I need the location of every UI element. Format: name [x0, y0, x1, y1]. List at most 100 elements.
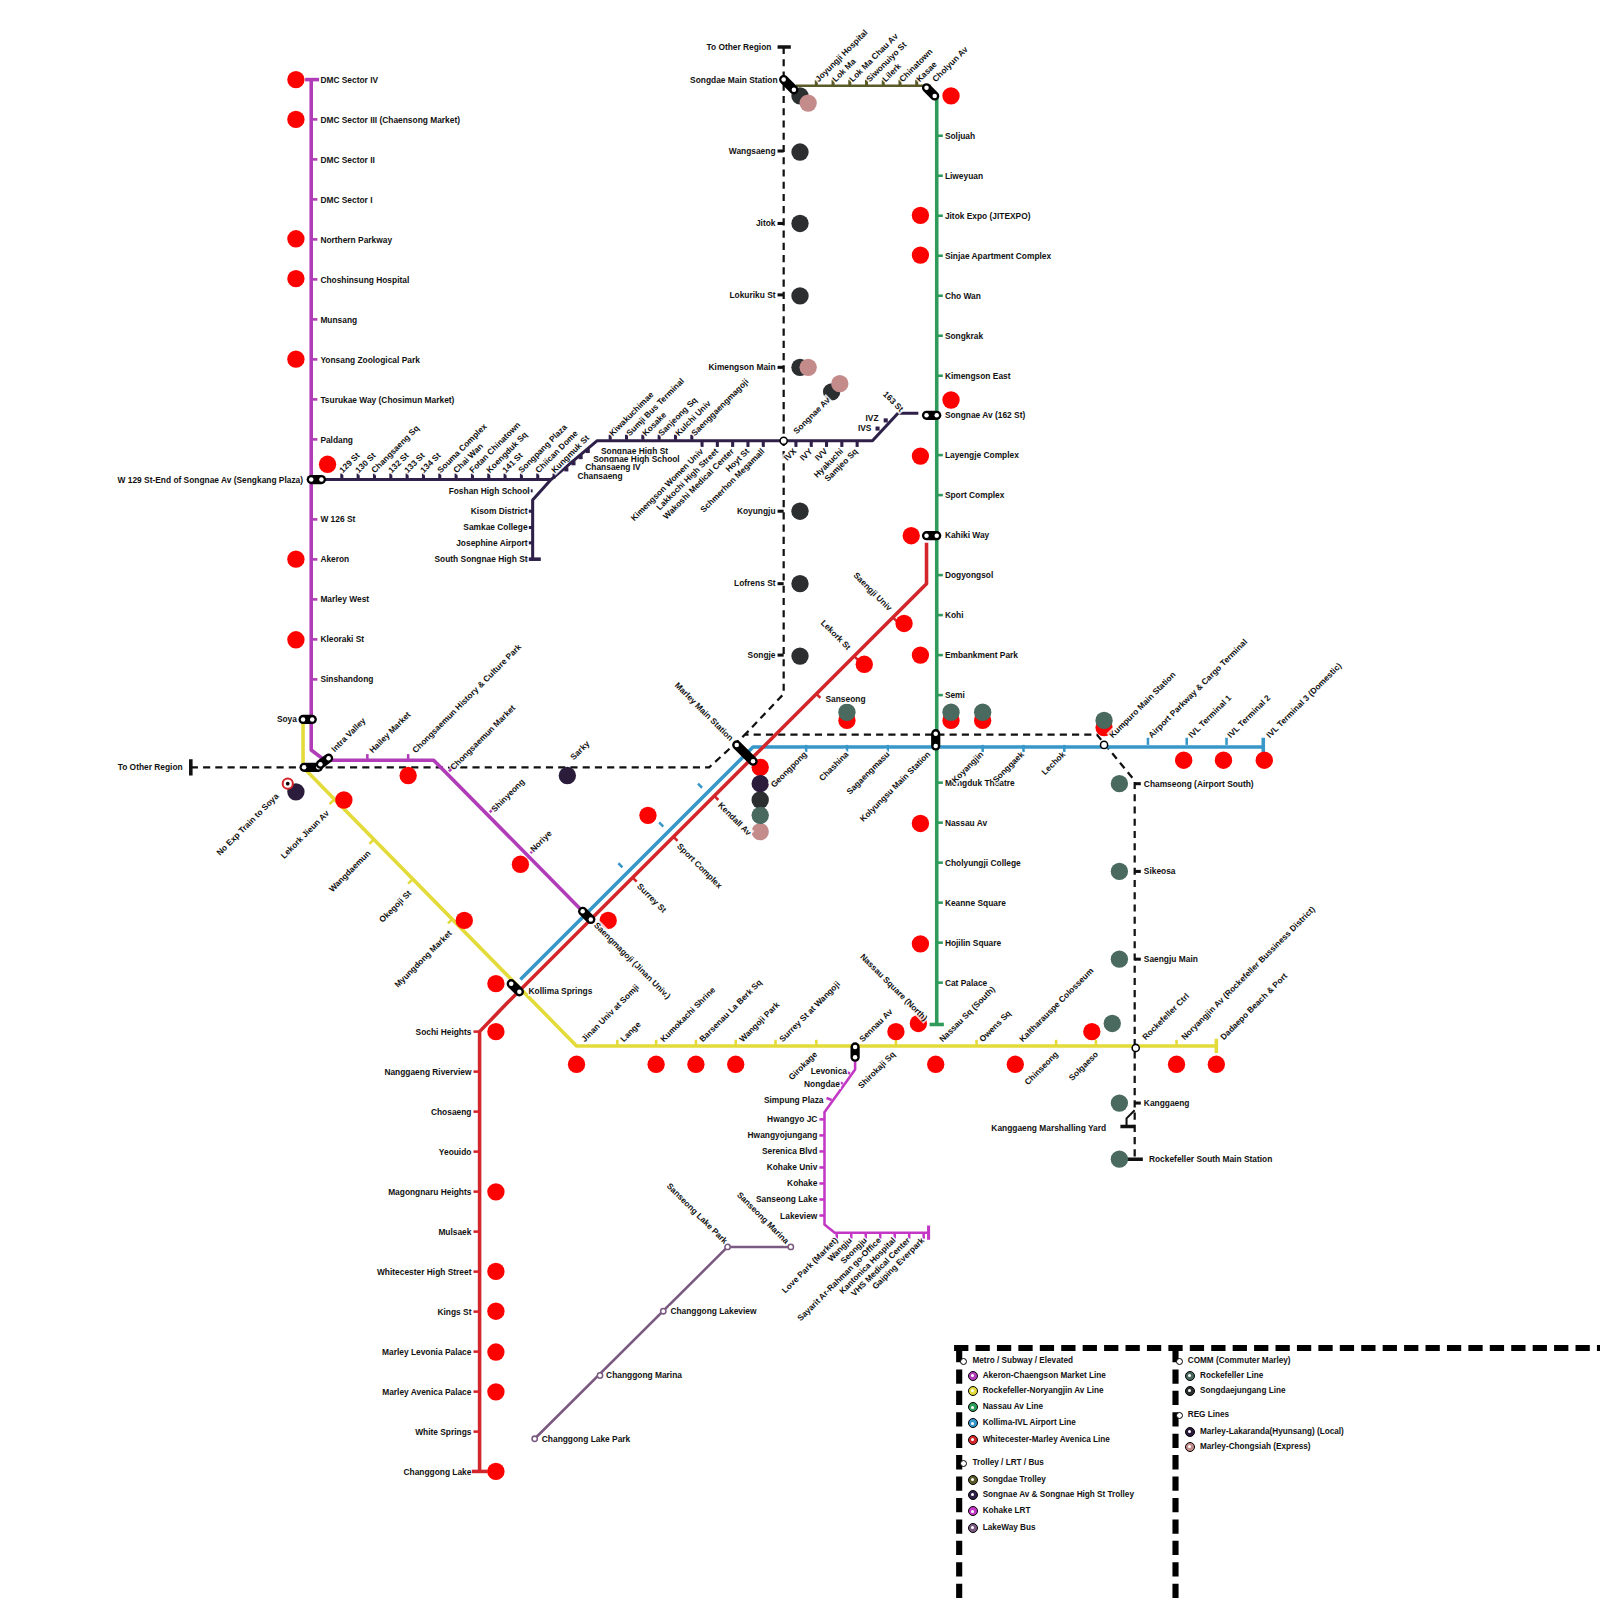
- express-stop-dot: [1083, 1023, 1100, 1040]
- station-name: Songkrak: [944, 331, 984, 341]
- express-stop-dot: [319, 456, 336, 473]
- station-name: DMC Sector II: [319, 155, 375, 165]
- yard-spur: [1127, 1110, 1135, 1126]
- station-name: Shinyeong: [488, 776, 527, 815]
- station-name: Sanseong Lake Park: [664, 1180, 730, 1246]
- station-tick: [937, 214, 943, 217]
- line-end-bar: [1215, 1039, 1219, 1053]
- terminus-dot: [286, 782, 290, 786]
- station-tick: [369, 839, 374, 844]
- express-stop-dot: [487, 1183, 504, 1200]
- songdaejungang-dot: [791, 647, 808, 664]
- station-name: Songdae Main Station: [689, 75, 778, 85]
- station-name: Magongnaru Heights: [387, 1187, 472, 1197]
- yellow-line: [303, 722, 1216, 1045]
- station-name: Kings St: [436, 1307, 472, 1317]
- station-name: W 126 St: [319, 514, 356, 524]
- trolley-stop: [762, 442, 765, 447]
- station-name: Cat Palace: [944, 978, 988, 988]
- legend-row: COMM (Commuter Marley): [1176, 1356, 1292, 1366]
- station-tick: [473, 1110, 479, 1113]
- station-name: Sanseong: [824, 694, 866, 704]
- green-line: [935, 94, 939, 1026]
- legend-swatch: [968, 1523, 978, 1533]
- local-reg-dot: [559, 767, 576, 784]
- station-tick: [311, 558, 317, 561]
- interchange-dot: [734, 743, 738, 747]
- station-name: Changgong Lake: [403, 1467, 473, 1477]
- station-name: Shirokaji Sq: [856, 1048, 899, 1091]
- line-end-bar: [927, 1226, 930, 1240]
- legend-swatch: [1185, 1427, 1195, 1437]
- trolley-stop: [579, 455, 583, 459]
- legend-swatch: [968, 1506, 978, 1516]
- interchange-dot: [934, 533, 938, 537]
- express-stop-dot: [727, 1056, 744, 1073]
- bus-stop: [661, 1309, 666, 1314]
- interchange-dot: [924, 86, 928, 90]
- legend-text: Akeron-Chaengson Market Line: [982, 1371, 1107, 1381]
- station-symbol: [960, 1358, 967, 1365]
- station-tick: [937, 294, 943, 297]
- station-tick: [778, 222, 784, 225]
- swatch-center: [971, 1438, 974, 1441]
- express-stop-dot: [895, 615, 912, 632]
- legend-swatch: [968, 1371, 978, 1381]
- swatch-center: [971, 1510, 974, 1513]
- interchange-dot: [853, 1045, 857, 1049]
- station-name: Lofrens St: [733, 578, 776, 588]
- bus-stop: [788, 1244, 793, 1249]
- station-name: Kimengson Main: [708, 362, 777, 372]
- station-tick: [815, 1040, 818, 1046]
- legend-text: Songnae Av & Songnae High St Trolley: [982, 1490, 1135, 1500]
- trolley-stop: [746, 442, 749, 447]
- express-stop-dot: [912, 815, 929, 832]
- station-name: Lekork Jieun Av: [278, 808, 332, 862]
- interchange-dot: [933, 731, 937, 735]
- station-name: Changgong Lake Park: [541, 1434, 631, 1444]
- express-stop-dot: [639, 807, 656, 824]
- station-tick: [633, 878, 637, 882]
- station-name: Lekork St: [818, 617, 853, 652]
- legend-row: Songdaejungang Line: [1185, 1386, 1287, 1396]
- station-name: Cholyungji College: [944, 858, 1022, 868]
- station-name: Sport Complex: [944, 490, 1006, 500]
- legend-row: Metro / Subway / Elevated: [960, 1356, 1074, 1366]
- station-tick: [330, 799, 335, 804]
- trolley-end-bar: [527, 557, 541, 561]
- station-tick: [473, 1270, 479, 1273]
- station-name: Dadaepo Beach & Port: [1218, 970, 1290, 1042]
- station-name: Sennau Av: [857, 1006, 896, 1045]
- swatch-center: [1188, 1374, 1191, 1377]
- station-name: Marley West: [319, 594, 370, 604]
- station-tick: [937, 334, 943, 337]
- station-name: Serenica Blvd: [761, 1146, 818, 1156]
- station-name: Kisom District: [470, 506, 529, 516]
- station-name: DMC Sector IV: [319, 75, 379, 85]
- interchange-dot: [301, 717, 305, 721]
- station-name: South Songnae High St: [434, 554, 529, 564]
- station-name: Samkae College: [462, 522, 528, 532]
- interchange-dot: [319, 477, 323, 481]
- station-name: Okegoji St: [376, 888, 414, 926]
- station-name: Chashina: [816, 748, 851, 783]
- station-name: Akeron: [319, 554, 350, 564]
- songdaejungang-dot: [791, 575, 808, 592]
- trolley-stop: [586, 449, 590, 453]
- station-name: Kohake Univ: [766, 1162, 819, 1172]
- legend-row: Kohake LRT: [968, 1506, 1032, 1516]
- station-name: Kohi: [944, 610, 965, 620]
- legend-swatch: [968, 1435, 978, 1445]
- express-stop-dot: [487, 1343, 504, 1360]
- interchange-dot: [781, 77, 785, 81]
- station-name: Keanne Square: [944, 898, 1007, 908]
- express-stop-dot: [752, 759, 769, 776]
- station-tick: [778, 149, 784, 152]
- express-stop-dot: [335, 791, 352, 808]
- line-end-bar: [191, 47, 1143, 1159]
- station-tick: [937, 254, 943, 257]
- trolley-stop: [810, 442, 813, 447]
- express-stop-dot: [927, 1056, 944, 1073]
- station-tick: [778, 366, 784, 369]
- station-name: DMC Sector III (Chaensong Market): [319, 115, 461, 125]
